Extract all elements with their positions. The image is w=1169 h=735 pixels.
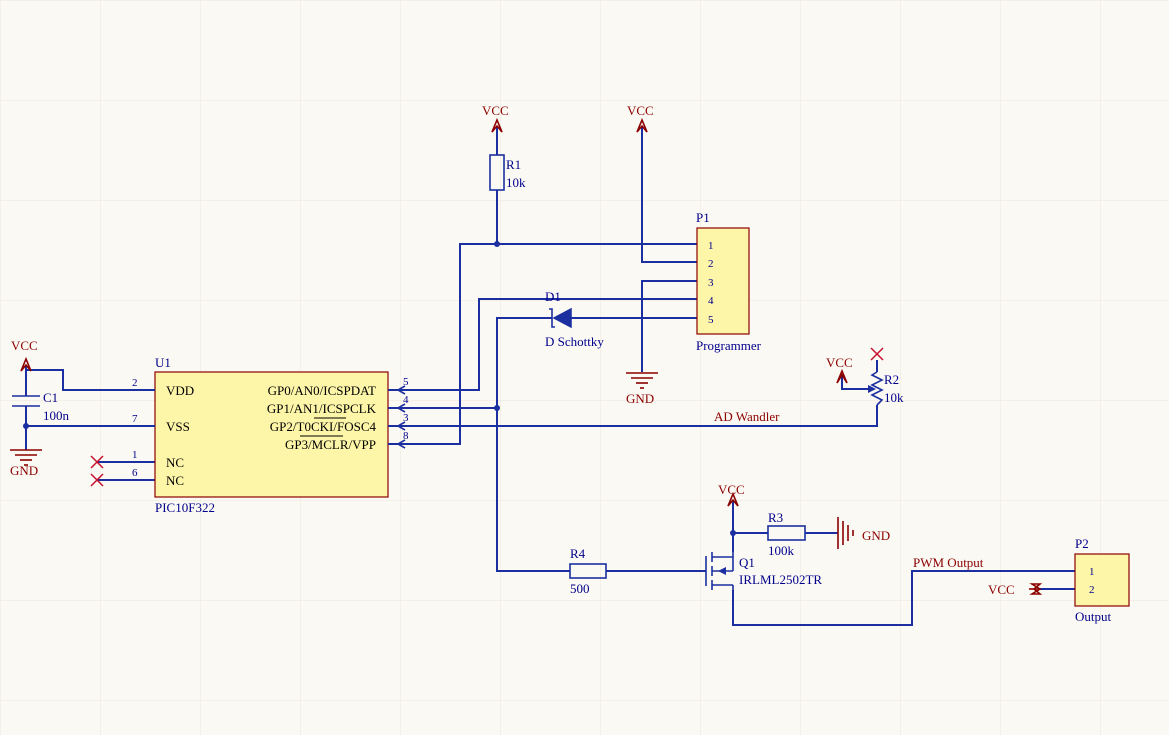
- svg-text:VCC: VCC: [988, 582, 1015, 597]
- svg-text:Programmer: Programmer: [696, 338, 762, 353]
- svg-text:VCC: VCC: [718, 482, 745, 497]
- svg-text:R4: R4: [570, 546, 586, 561]
- vcc-symbol-u1[interactable]: VCC: [11, 338, 38, 372]
- svg-text:U1: U1: [155, 355, 171, 370]
- svg-text:5: 5: [403, 376, 409, 388]
- svg-text:3: 3: [708, 277, 714, 289]
- vcc-symbol-r1[interactable]: VCC: [482, 103, 509, 133]
- svg-text:2: 2: [132, 377, 138, 389]
- d1-schottky-diode[interactable]: D1 D Schottky: [545, 289, 604, 349]
- svg-text:IRLML2502TR: IRLML2502TR: [739, 572, 822, 587]
- u1-pic10f322[interactable]: U1 PIC10F322 2 7 1 6 VDD VSS NC NC 5 4 3…: [126, 355, 409, 515]
- p1-programmer-connector[interactable]: P1 Programmer 1 2 3 4 5: [696, 210, 762, 353]
- svg-text:10k: 10k: [506, 175, 526, 190]
- svg-text:6: 6: [132, 467, 138, 479]
- svg-text:PIC10F322: PIC10F322: [155, 500, 215, 515]
- svg-text:1: 1: [708, 240, 714, 252]
- r1-resistor[interactable]: R1 10k: [489, 154, 526, 191]
- svg-text:P1: P1: [696, 210, 710, 225]
- svg-text:NC: NC: [166, 473, 184, 488]
- svg-text:1: 1: [1089, 566, 1095, 578]
- nc-marker-pin1: [90, 455, 104, 469]
- svg-text:100n: 100n: [43, 408, 70, 423]
- gnd-symbol-p1[interactable]: GND: [626, 372, 658, 406]
- svg-text:10k: 10k: [884, 390, 904, 405]
- svg-text:NC: NC: [166, 455, 184, 470]
- junctions: [23, 241, 736, 536]
- net-label-pwm-output[interactable]: PWM Output: [913, 555, 984, 570]
- p2-output-connector[interactable]: P2 Output 1 2: [1074, 536, 1130, 624]
- svg-text:GP2/T0CKI/FOSC4: GP2/T0CKI/FOSC4: [270, 419, 377, 434]
- gnd-symbol-r3[interactable]: GND: [837, 517, 890, 549]
- svg-text:GND: GND: [862, 528, 890, 543]
- svg-text:D Schottky: D Schottky: [545, 334, 604, 349]
- r4-resistor[interactable]: R4 500: [569, 546, 607, 596]
- svg-text:VCC: VCC: [482, 103, 509, 118]
- svg-text:2: 2: [1089, 584, 1095, 596]
- svg-text:2: 2: [708, 258, 714, 270]
- svg-text:D1: D1: [545, 289, 561, 304]
- vcc-symbol-q1[interactable]: VCC: [718, 482, 745, 507]
- q1-mosfet[interactable]: Q1 IRLML2502TR: [705, 552, 822, 590]
- r2-potentiometer[interactable]: R2 10k: [868, 360, 904, 406]
- svg-text:VDD: VDD: [166, 383, 194, 398]
- svg-text:500: 500: [570, 581, 590, 596]
- svg-text:3: 3: [403, 412, 409, 424]
- svg-text:C1: C1: [43, 390, 58, 405]
- svg-text:P2: P2: [1075, 536, 1089, 551]
- svg-text:R3: R3: [768, 510, 783, 525]
- svg-text:5: 5: [708, 314, 714, 326]
- svg-text:VCC: VCC: [11, 338, 38, 353]
- svg-text:GP0/AN0/ICSPDAT: GP0/AN0/ICSPDAT: [268, 383, 376, 398]
- svg-text:4: 4: [403, 394, 409, 406]
- nc-marker-pin6: [90, 473, 104, 487]
- svg-text:GND: GND: [10, 463, 38, 478]
- svg-text:Output: Output: [1075, 609, 1112, 624]
- svg-text:R2: R2: [884, 372, 899, 387]
- svg-text:GP1/AN1/ICSPCLK: GP1/AN1/ICSPCLK: [267, 401, 377, 416]
- gnd-symbol-u1[interactable]: GND: [10, 449, 42, 478]
- svg-text:Q1: Q1: [739, 555, 755, 570]
- svg-text:VCC: VCC: [627, 103, 654, 118]
- svg-text:R1: R1: [506, 157, 521, 172]
- c1-capacitor[interactable]: C1 100n: [12, 390, 70, 423]
- svg-text:GP3/MCLR/VPP: GP3/MCLR/VPP: [285, 437, 376, 452]
- svg-text:7: 7: [132, 413, 138, 425]
- vcc-symbol-p2[interactable]: VCC: [988, 582, 1043, 597]
- vcc-symbol-p1[interactable]: VCC: [627, 103, 654, 133]
- vcc-symbol-r2[interactable]: VCC: [826, 355, 853, 384]
- svg-text:8: 8: [403, 430, 409, 442]
- r3-resistor[interactable]: R3 100k: [767, 510, 806, 558]
- svg-text:4: 4: [708, 295, 714, 307]
- svg-text:VCC: VCC: [826, 355, 853, 370]
- svg-text:VSS: VSS: [166, 419, 190, 434]
- nc-marker-r2: [870, 347, 884, 361]
- svg-text:1: 1: [132, 449, 138, 461]
- svg-text:GND: GND: [626, 391, 654, 406]
- net-label-ad-wandler[interactable]: AD Wandler: [714, 409, 780, 424]
- svg-text:100k: 100k: [768, 543, 795, 558]
